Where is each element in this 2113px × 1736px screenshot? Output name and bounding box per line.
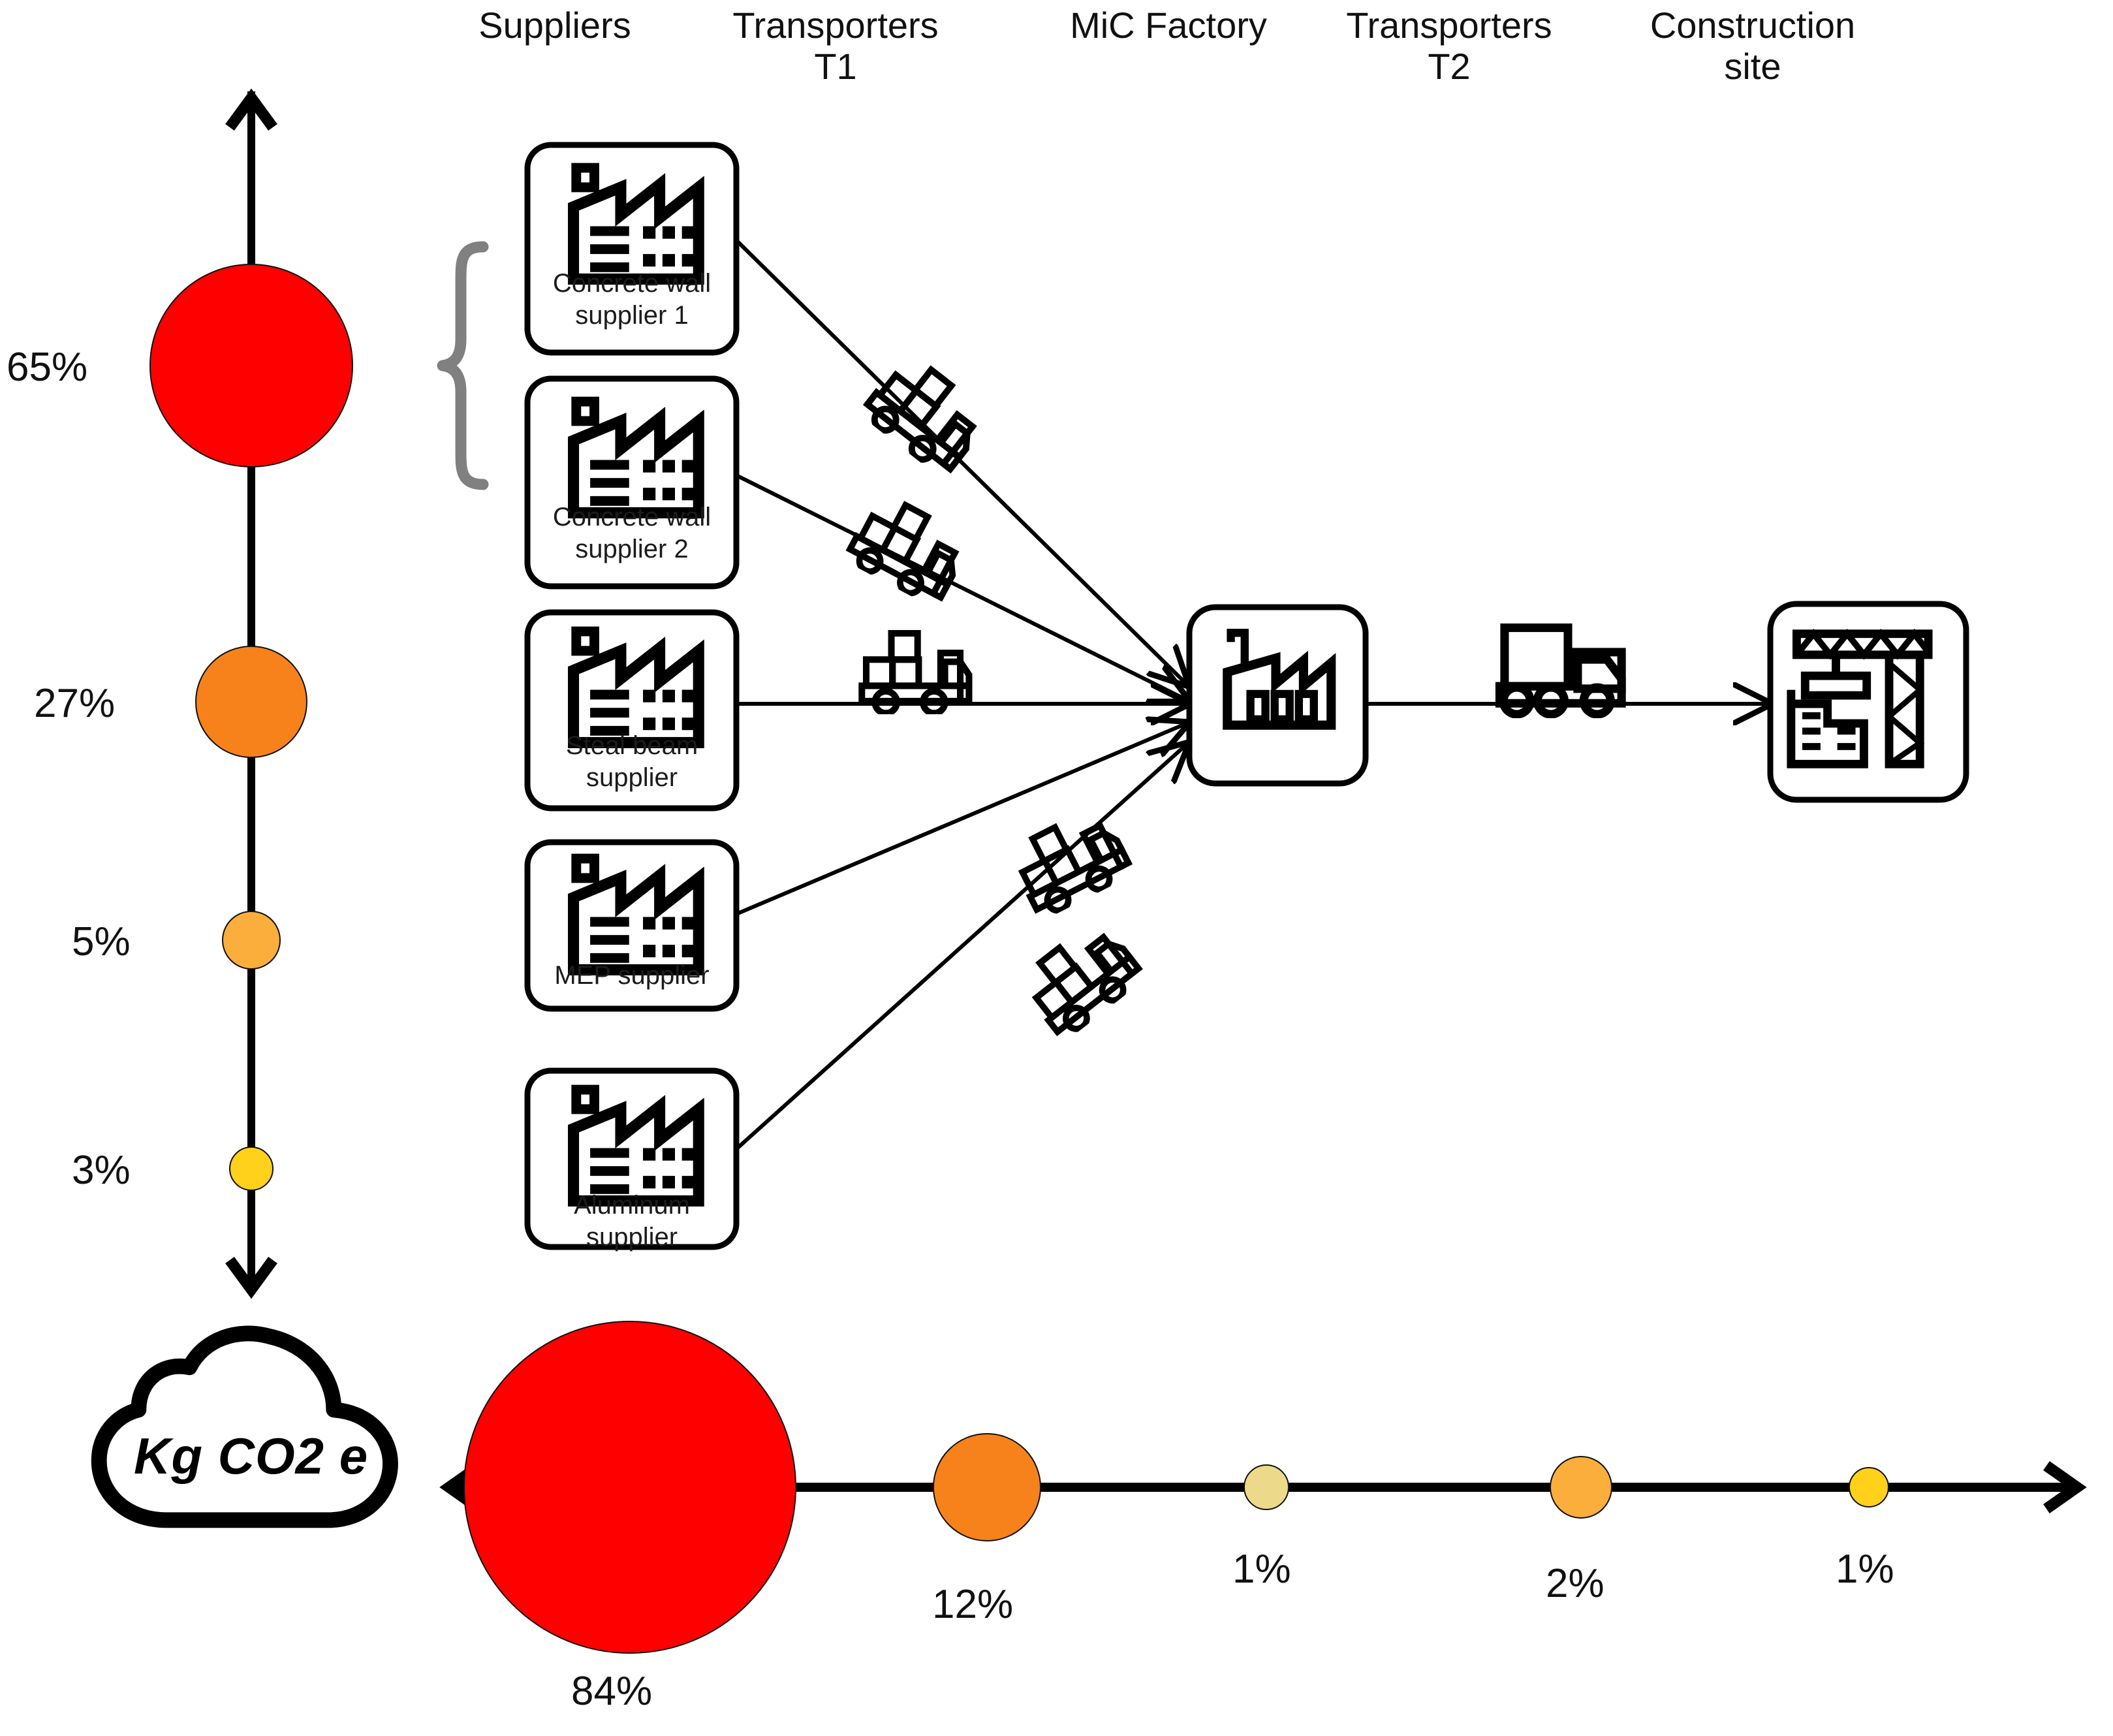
bubble-vertical-3 — [229, 1146, 274, 1191]
supplier-label-aluminum-supplier: Aluminum supplier — [574, 1191, 690, 1252]
vertical-pct-label-3: 3% — [72, 1148, 131, 1193]
supplier-label-mep-supplier: MEP supplier — [554, 961, 710, 990]
horizontal-pct-label-2: 1% — [1232, 1547, 1291, 1592]
supplier-label-concrete-wall-supplier-1: Concrete wall supplier 1 — [552, 269, 712, 330]
horizontal-pct-label-3: 2% — [1546, 1561, 1604, 1606]
bubble-vertical-1 — [195, 646, 307, 758]
vertical-axis-bubbles — [149, 264, 353, 1191]
flow-arrow-supplier-5 — [734, 744, 1187, 1151]
supplier-label-concrete-wall-supplier-2: Concrete wall supplier 2 — [552, 503, 712, 563]
vertical-pct-label-0: 65% — [7, 345, 88, 390]
column-header-transporters-t2: Transporters T2 — [1346, 5, 1552, 87]
bubble-horizontal-0 — [463, 1321, 796, 1654]
co2-cloud-label: Kg CO2 e — [134, 1427, 369, 1485]
bubble-vertical-2 — [222, 911, 281, 970]
flow-arrow-supplier-2 — [735, 473, 1187, 700]
delivery-flow — [1366, 628, 1769, 715]
supplier-group-brace — [437, 241, 489, 490]
horizontal-pct-label-4: 1% — [1836, 1547, 1894, 1592]
bubble-horizontal-1 — [933, 1433, 1041, 1541]
vertical-pct-label-2: 5% — [72, 919, 131, 964]
bubble-vertical-0 — [149, 264, 353, 467]
mic-factory-node — [1186, 604, 1369, 787]
bubble-horizontal-4 — [1849, 1467, 1889, 1507]
transporter-t1-trucks — [845, 352, 1146, 1041]
column-header-construction-site: Construction site — [1650, 5, 1856, 87]
vertical-pct-label-1: 27% — [34, 681, 116, 726]
horizontal-pct-label-1: 12% — [932, 1582, 1014, 1627]
flow-arrow-supplier-4 — [735, 723, 1187, 916]
column-header-suppliers: Suppliers — [478, 5, 631, 46]
construction-site-node — [1767, 601, 1969, 803]
supply-flow-arrows — [734, 238, 1187, 1151]
horizontal-pct-label-0: 84% — [571, 1669, 653, 1714]
horizontal-axis-bubbles — [463, 1321, 1889, 1654]
bubble-horizontal-3 — [1550, 1456, 1612, 1519]
bubble-horizontal-2 — [1244, 1464, 1289, 1510]
column-header-mic-factory: MiC Factory — [1070, 5, 1267, 46]
column-header-transporters-t1: Transporters T1 — [732, 5, 939, 87]
supplier-label-steal-beam-supplier: Steal beam supplier — [565, 731, 698, 792]
flow-arrow-supplier-1 — [734, 238, 1187, 684]
supplier-boxes — [524, 142, 740, 1250]
